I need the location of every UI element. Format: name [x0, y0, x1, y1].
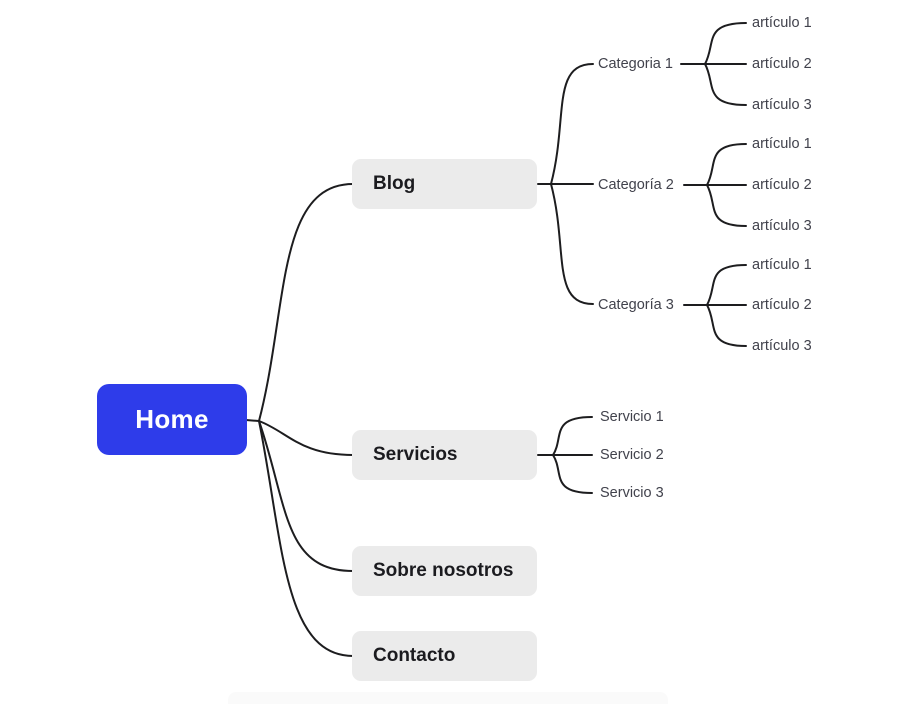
- node-cat1-articulo-3[interactable]: artículo 3: [752, 97, 812, 113]
- bottom-partial-element: [228, 692, 668, 704]
- node-categoria-2[interactable]: Categoría 2: [598, 177, 674, 193]
- node-cat2-articulo-3[interactable]: artículo 3: [752, 218, 812, 234]
- edge-blog-cat3: [550, 183, 594, 305]
- node-cat2-articulo-2[interactable]: artículo 2: [752, 177, 812, 193]
- node-categoria-3[interactable]: Categoría 3: [598, 297, 674, 313]
- edge-cat2-art1: [706, 143, 747, 186]
- edge-servicios-srv1: [552, 416, 593, 456]
- node-cat1-articulo-1[interactable]: artículo 1: [752, 15, 812, 31]
- edge-servicios-srv3: [552, 454, 593, 494]
- node-sobre-nosotros[interactable]: Sobre nosotros: [352, 546, 537, 596]
- edge-cat1-art3: [704, 63, 747, 106]
- edge-blog-cat1: [550, 63, 594, 185]
- edge-home-stub: [245, 419, 260, 422]
- node-servicio-1[interactable]: Servicio 1: [600, 409, 664, 425]
- node-cat1-articulo-2[interactable]: artículo 2: [752, 56, 812, 72]
- node-servicio-3[interactable]: Servicio 3: [600, 485, 664, 501]
- node-blog[interactable]: Blog: [352, 159, 537, 209]
- node-categoria-1[interactable]: Categoria 1: [598, 56, 673, 72]
- node-home[interactable]: Home: [97, 384, 247, 455]
- edge-home-sobre: [258, 420, 354, 572]
- edge-cat1-art1: [704, 22, 747, 65]
- node-contacto[interactable]: Contacto: [352, 631, 537, 681]
- node-cat3-articulo-1[interactable]: artículo 1: [752, 257, 812, 273]
- node-servicios[interactable]: Servicios: [352, 430, 537, 480]
- edge-home-servicios: [258, 420, 354, 456]
- edge-cat2-art3: [706, 184, 747, 227]
- node-cat3-articulo-2[interactable]: artículo 2: [752, 297, 812, 313]
- edge-cat3-art1: [706, 264, 747, 306]
- node-servicio-2[interactable]: Servicio 2: [600, 447, 664, 463]
- node-cat3-articulo-3[interactable]: artículo 3: [752, 338, 812, 354]
- edge-cat3-art3: [706, 304, 747, 347]
- edge-home-blog: [258, 183, 354, 422]
- node-cat2-articulo-1[interactable]: artículo 1: [752, 136, 812, 152]
- edge-home-contacto: [258, 420, 354, 657]
